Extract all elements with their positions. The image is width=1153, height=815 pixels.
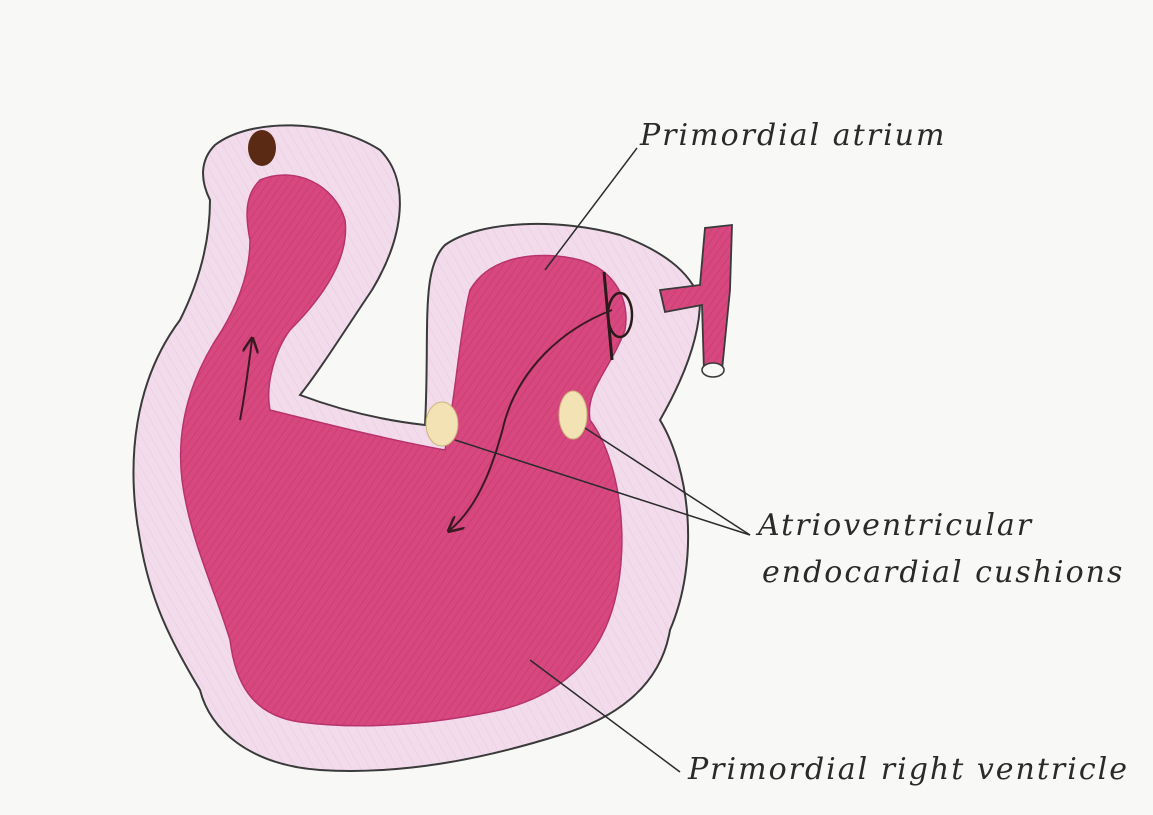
vessel-opening: [702, 363, 724, 377]
dark-spot: [248, 130, 276, 166]
label-primordial-right-ventricle: Primordial right ventricle: [688, 752, 1129, 788]
label-av-cushions-line1: Atrioventricular: [758, 508, 1033, 544]
cushion-left: [426, 402, 458, 446]
label-primordial-atrium: Primordial atrium: [640, 118, 946, 154]
label-av-cushions-line2: endocardial cushions: [762, 555, 1124, 591]
cushion-right: [559, 391, 587, 439]
